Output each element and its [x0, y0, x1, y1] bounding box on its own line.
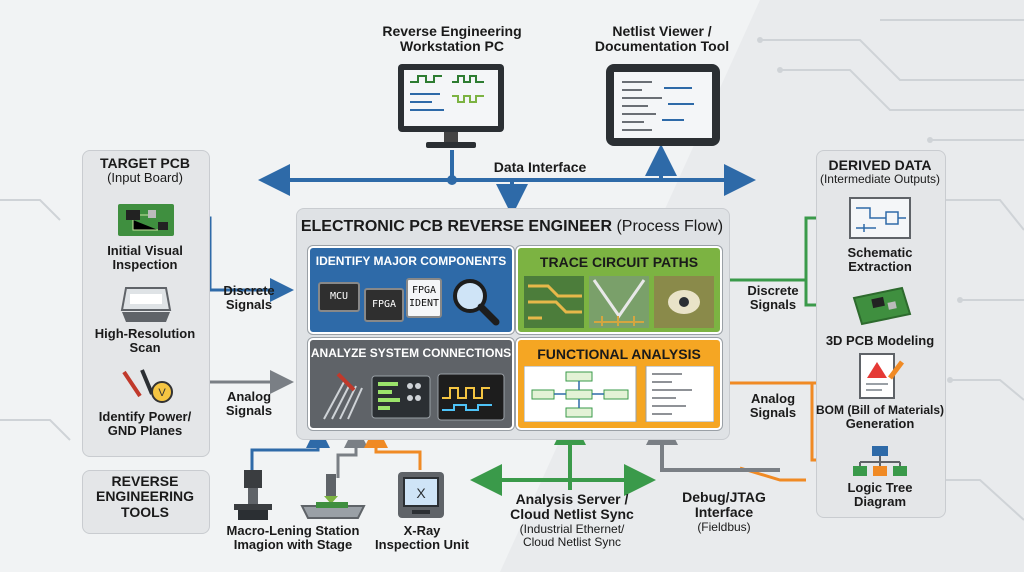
derived-data-title: DERIVED DATA (Intermediate Outputs)	[819, 157, 941, 187]
logic-analyzer-icon	[323, 372, 505, 421]
trace-card-title: TRACE CIRCUIT PATHS	[539, 254, 699, 270]
fpga-ident-chip: FPGA IDENT	[406, 278, 442, 318]
identify-card-title: IDENTIFY MAJOR COMPONENTS	[315, 254, 507, 268]
analyze-card-title: ANALYZE SYSTEM CONNECTIONS	[310, 346, 512, 360]
netlist-viewer-label: Netlist Viewer /Documentation Tool	[594, 23, 730, 55]
mcu-chip: MCU	[318, 282, 360, 312]
bom-generation-label: BOM (Bill of Materials)Generation	[816, 403, 945, 432]
logic-tree-icon	[853, 446, 907, 476]
block-diagram-icon	[524, 366, 714, 422]
schematic-icon	[849, 197, 911, 239]
voltmeter-probes-icon: V	[122, 369, 173, 403]
svg-text:X: X	[416, 485, 426, 501]
svg-text:V: V	[158, 387, 166, 399]
bom-document-icon	[859, 353, 904, 399]
flatbed-scanner-icon	[120, 287, 172, 322]
workstation-monitor-icon	[398, 64, 504, 148]
analyze-system-connections-card[interactable]: ANALYZE SYSTEM CONNECTIONS	[308, 338, 514, 430]
trace-images-icon	[524, 276, 714, 328]
debug-jtag-label: Debug/JTAG Interface (Fieldbus)	[682, 489, 766, 534]
xray-unit-icon: X	[398, 472, 444, 518]
pcb-board-icon	[118, 204, 174, 236]
functional-card-title: FUNCTIONAL ANALYSIS	[537, 346, 701, 362]
3d-pcb-modeling-label: 3D PCB Modeling	[825, 333, 935, 348]
tablet-icon	[606, 64, 720, 146]
inspection-stage-icon	[300, 474, 366, 519]
trace-circuit-paths-card[interactable]: TRACE CIRCUIT PATHS	[516, 246, 722, 334]
functional-analysis-card[interactable]: FUNCTIONAL ANALYSIS	[516, 338, 722, 430]
identify-power-gnd-label: Identify Power/GND Planes	[98, 409, 192, 439]
process-flow-title: ELECTRONIC PCB REVERSE ENGINEER (Process…	[300, 218, 724, 235]
3d-pcb-icon	[852, 286, 912, 326]
tools-panel	[82, 470, 210, 534]
identify-major-components-card[interactable]: IDENTIFY MAJOR COMPONENTS MCU FPGA FPGA …	[308, 246, 514, 334]
target-pcb-title: TARGET PCB (Input Board)	[100, 155, 190, 186]
data-interface-label: Data Interface	[493, 159, 587, 175]
microscope-icon	[234, 470, 272, 520]
magnifier-icon	[453, 279, 500, 326]
analysis-server-label: Analysis Server / Cloud Netlist Sync (In…	[510, 491, 634, 549]
fpga-chip: FPGA	[364, 288, 404, 322]
